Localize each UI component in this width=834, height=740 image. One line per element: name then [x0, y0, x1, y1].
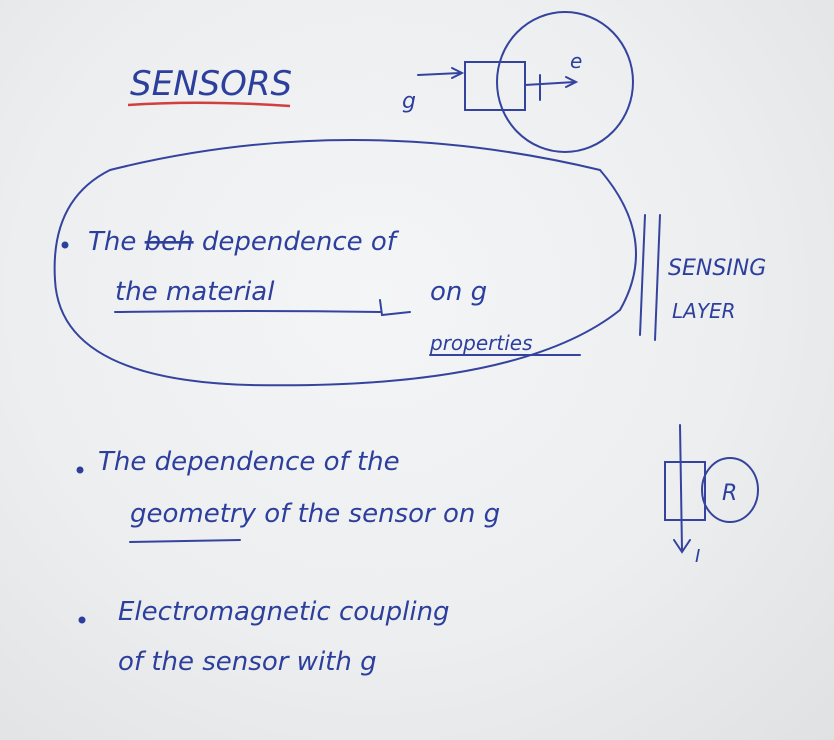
diagram-output-label: e [570, 49, 582, 73]
enclosing-loop [53, 139, 637, 387]
resistor-diagram: R I [664, 424, 759, 567]
point-1-line-1: The beh dependence of [88, 227, 400, 257]
side-label-layer: LAYER [672, 299, 736, 323]
current-label-i: I [695, 546, 700, 567]
side-label-sensing: SENSING [668, 256, 766, 281]
bullet [76, 466, 84, 474]
title: SENSORS [130, 64, 292, 104]
point-1-on-g: on g [430, 277, 487, 307]
resistor-label-r: R [722, 481, 737, 506]
point-1-material: the material [115, 277, 275, 307]
bullet [78, 616, 86, 624]
point-2-line-2: geometry of the sensor on g [130, 499, 500, 529]
point-2-line-1: The dependence of the [98, 447, 400, 477]
point-3-line-1: Electromagnetic coupling [118, 597, 450, 627]
sensor-block-diagram: g e [402, 11, 634, 153]
point-3-line-2: of the sensor with g [118, 647, 377, 677]
bullet [61, 241, 69, 249]
diagram-input-label: g [402, 89, 416, 114]
point-1-properties: properties [429, 331, 533, 355]
title-underline [127, 101, 291, 108]
